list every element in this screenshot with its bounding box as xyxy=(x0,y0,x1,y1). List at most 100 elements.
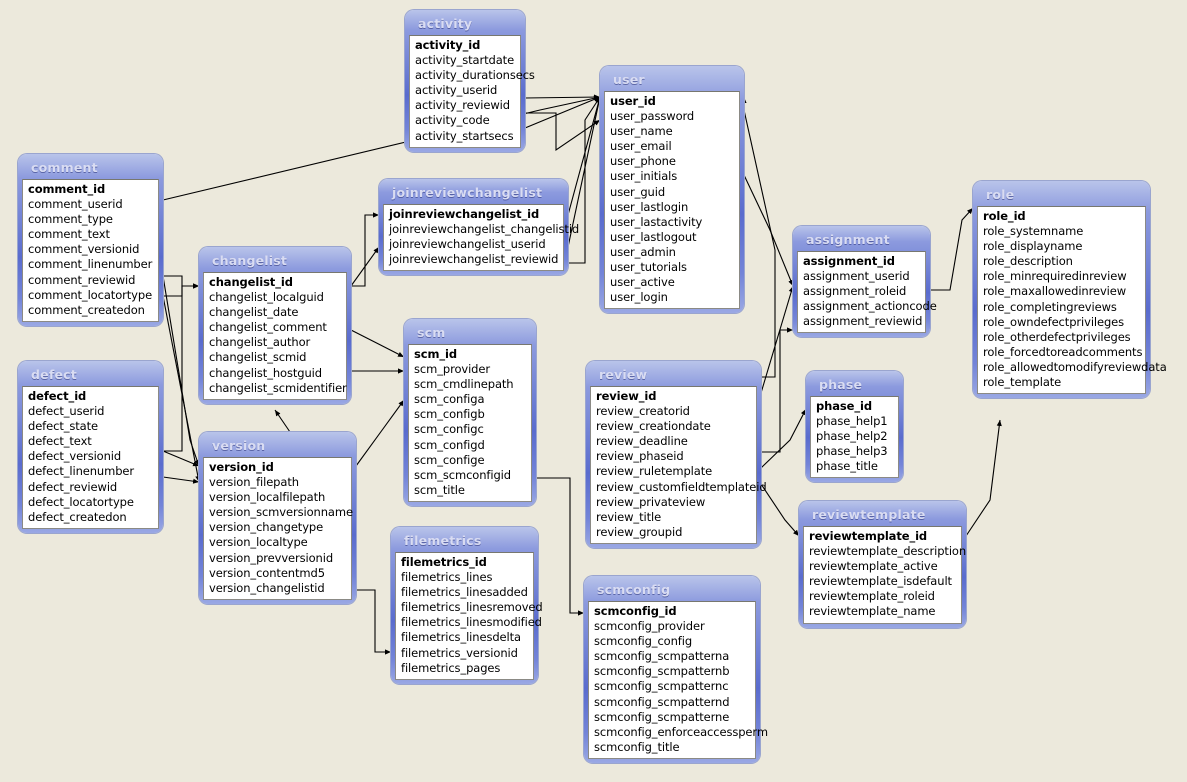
entity-title: phase xyxy=(819,377,863,392)
entity-field: scmconfig_scmpatterne xyxy=(594,709,730,724)
relationship-connector xyxy=(162,476,200,484)
entity-field: filemetrics_linesremoved xyxy=(401,600,543,615)
entity-field: scmconfig_title xyxy=(594,739,680,754)
primary-key-field: scmconfig_id xyxy=(594,604,677,618)
entity-title: assignment xyxy=(806,232,890,247)
relationship-connector xyxy=(163,283,199,297)
primary-key-field: joinreviewchangelist_id xyxy=(389,207,540,221)
entity-field: version_localfilepath xyxy=(209,490,326,505)
primary-key-field: scm_id xyxy=(414,347,457,361)
entity-field: comment_type xyxy=(28,212,113,227)
entity-title: activity xyxy=(418,16,473,31)
entity-field: activity_durationsecs xyxy=(415,68,535,83)
relationship-connector xyxy=(760,483,800,537)
entity-field: defect_state xyxy=(28,419,99,434)
entity-field: changelist_hostguid xyxy=(209,365,322,380)
relationship-connector xyxy=(355,399,405,467)
entity-field: user_initials xyxy=(610,169,678,184)
entity-field: scm_configd xyxy=(414,437,485,452)
primary-key-field: user_id xyxy=(610,94,656,108)
entity-field: version_filepath xyxy=(209,475,299,490)
entity-field: scm_configc xyxy=(414,422,484,437)
relationship-connector xyxy=(760,408,807,469)
relationship-connector xyxy=(761,327,793,453)
primary-key-field: activity_id xyxy=(415,38,481,52)
primary-key-field: review_id xyxy=(596,389,657,403)
entity-field: user_lastlogout xyxy=(610,229,697,244)
primary-key-field: assignment_id xyxy=(803,254,895,268)
relationship-connector xyxy=(525,112,601,152)
entity-field: changelist_date xyxy=(209,305,299,320)
entity-field: role_displayname xyxy=(983,239,1083,254)
relationship-connector xyxy=(163,275,199,289)
entity-field: review_phaseid xyxy=(596,449,684,464)
entity-field: filemetrics_linesadded xyxy=(401,585,528,600)
primary-key-field: phase_id xyxy=(816,399,872,413)
entity-field: scm_title xyxy=(414,482,465,497)
relationship-connector xyxy=(930,207,974,291)
entity-field: changelist_comment xyxy=(209,320,327,335)
primary-key-field: reviewtemplate_id xyxy=(809,529,928,543)
entity-field: user_email xyxy=(610,139,672,154)
entity-field: scmconfig_scmpatternd xyxy=(594,694,730,709)
relationship-connector xyxy=(568,96,601,264)
entity-field: comment_linenumber xyxy=(28,257,153,272)
relationship-connector xyxy=(162,450,200,467)
entity-field: version_contentmd5 xyxy=(209,565,325,580)
entity-field: reviewtemplate_name xyxy=(809,604,936,619)
entity-field: comment_versionid xyxy=(28,242,140,257)
entity-field: review_creationdate xyxy=(596,419,711,434)
entity-field: user_lastlogin xyxy=(610,199,689,214)
primary-key-field: changelist_id xyxy=(209,275,293,289)
entity-field: filemetrics_pages xyxy=(401,660,501,675)
primary-key-field: version_id xyxy=(209,460,274,474)
entity-field: scmconfig_scmpatternb xyxy=(594,664,730,679)
entity-field: user_guid xyxy=(610,184,666,199)
entity-field: scmconfig_provider xyxy=(594,619,705,634)
entity-field: comment_text xyxy=(28,227,110,242)
entity-field: role_minrequiredinreview xyxy=(983,269,1127,284)
entity-field: phase_help2 xyxy=(816,429,888,444)
entity-field: activity_startdate xyxy=(415,53,515,68)
entity-field: comment_reviewid xyxy=(28,272,136,287)
entity-field: role_systemname xyxy=(983,224,1084,239)
entity-field: user_admin xyxy=(610,244,676,259)
entity-field: scm_cmdlinepath xyxy=(414,377,514,392)
entity-field: filemetrics_linesmodified xyxy=(401,615,542,630)
entity-field: assignment_userid xyxy=(803,269,910,284)
entity-field: scmconfig_enforceaccessperm xyxy=(594,724,768,739)
primary-key-field: comment_id xyxy=(28,182,106,196)
entity-field: comment_userid xyxy=(28,197,123,212)
entity-field: assignment_reviewid xyxy=(803,314,923,329)
entity-field: user_tutorials xyxy=(610,260,687,275)
entity-field: defect_text xyxy=(28,434,92,449)
relationship-connector xyxy=(350,246,380,287)
relationship-connector xyxy=(743,174,794,287)
relationship-connector xyxy=(536,477,584,616)
entity-field: review_deadline xyxy=(596,434,688,449)
entity-field: scm_configb xyxy=(414,407,485,422)
entity-title: version xyxy=(212,438,266,453)
